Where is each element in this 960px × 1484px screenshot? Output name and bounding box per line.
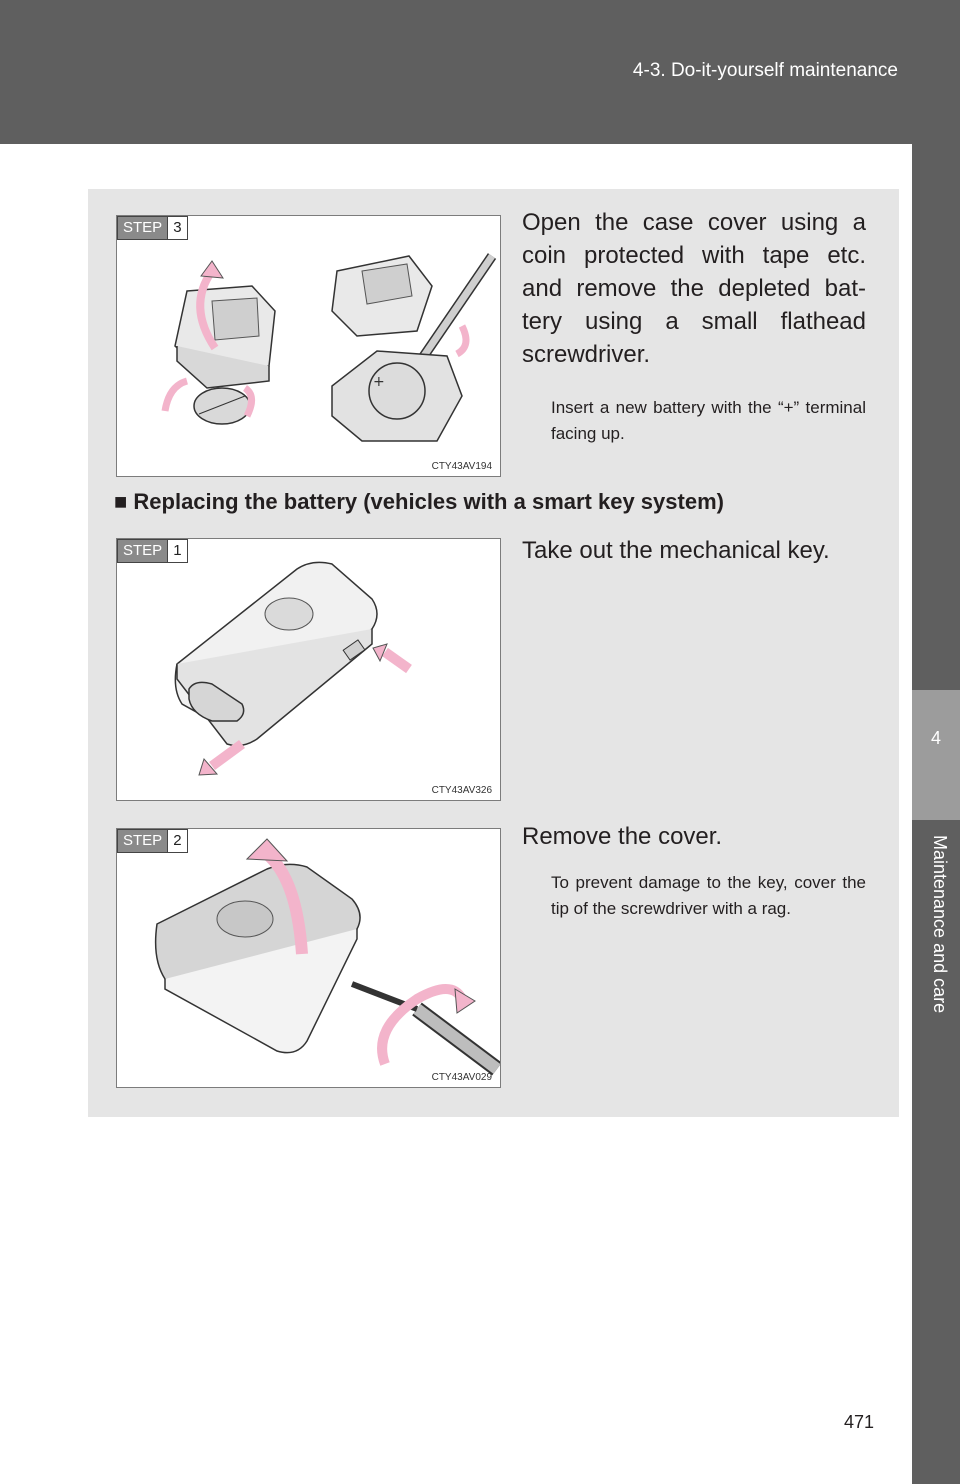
- step-badge-number: 1: [167, 540, 187, 562]
- step-badge-number: 3: [167, 217, 187, 239]
- step-3-note: Insert a new battery with the “+” termin…: [551, 398, 866, 443]
- page-number: 471: [844, 1412, 875, 1432]
- step-badge-word: STEP: [118, 217, 168, 239]
- remove-cover-illustration: [154, 838, 500, 1076]
- figure-code: CTY43AV194: [431, 461, 492, 472]
- figure-code: CTY43AV029: [431, 1072, 492, 1083]
- step-badge-word: STEP: [118, 540, 168, 562]
- step-badge-word: STEP: [118, 830, 168, 852]
- svg-text:+: +: [373, 374, 385, 390]
- step-badge-number: 2: [167, 830, 187, 852]
- smart-key-illustration: [174, 561, 412, 776]
- section-title: 4-3. Do-it-yourself maintenance: [632, 60, 898, 81]
- chapter-label: Maintenance and care: [930, 835, 950, 1014]
- step-badge: STEP 3: [117, 216, 188, 240]
- step-1-instruction: Take out the mechanical key.: [522, 537, 830, 564]
- key-case-open-illustration: +: [161, 253, 497, 442]
- figure-step-1: STEP 1 CTY43AV326: [116, 538, 501, 801]
- figure-code: CTY43AV326: [431, 785, 492, 796]
- section-heading: ■ Replacing the battery (vehicles with a…: [114, 489, 724, 514]
- step-2-instruction: Remove the cover.: [522, 823, 723, 850]
- step-badge: STEP 2: [117, 829, 188, 853]
- step-3-instruction: Open the case cover using a coin protect…: [522, 209, 866, 368]
- step-2-note: To prevent damage to the key, cover the …: [551, 873, 866, 918]
- figure-step-3: + STEP 3 CTY43AV194: [116, 215, 501, 477]
- chapter-number: 4: [930, 728, 941, 748]
- figure-step-2: STEP 2 CTY43AV029: [116, 828, 501, 1088]
- step-badge: STEP 1: [117, 539, 188, 563]
- chapter-number-box: [912, 690, 960, 820]
- page-header: 4-3. Do-it-yourself maintenance: [0, 0, 960, 144]
